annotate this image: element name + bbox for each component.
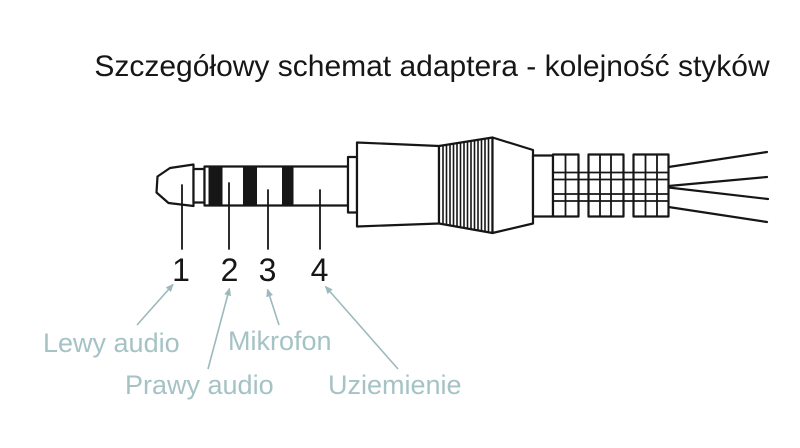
body-smooth-section <box>355 141 441 228</box>
pin-number-3: 3 <box>259 252 277 288</box>
pin-label-uziemienie: Uziemienie <box>328 370 462 400</box>
strain-relief-rib-2 <box>587 153 625 218</box>
body-collar <box>346 155 359 214</box>
pin-label-mikrofon: Mikrofon <box>228 326 332 356</box>
strain-relief-rib-2-dividers <box>599 153 612 218</box>
jack-tip <box>155 163 195 208</box>
pin-number-4: 4 <box>311 252 329 288</box>
diagram-title: Szczegółowy schemat adaptera - kolejność… <box>94 50 770 83</box>
cable-through-lines <box>552 171 670 202</box>
grip-ribs <box>442 137 490 234</box>
body-end-cone <box>491 136 535 235</box>
label-arrow-3 <box>266 288 280 326</box>
wire-top-right <box>667 175 769 188</box>
jack-neck <box>192 167 206 204</box>
strain-relief-rib-3 <box>632 153 670 218</box>
label-arrow-2 <box>207 287 232 370</box>
pin-label-lewy-audio: Lewy audio <box>43 328 180 358</box>
insulator-band-3 <box>282 167 294 205</box>
wire-top-left <box>667 150 769 169</box>
jack-shaft <box>203 165 350 207</box>
wire-bottom-left <box>667 186 770 201</box>
strain-relief-rib-3-dividers <box>644 153 658 218</box>
label-arrow-4 <box>324 285 399 370</box>
insulator-band-1 <box>208 167 223 205</box>
pin-number-2: 2 <box>221 252 239 288</box>
label-arrow-1 <box>136 283 174 326</box>
insulator-band-2 <box>243 167 257 205</box>
wire-bottom-right <box>667 205 769 224</box>
pin-label-prawy-audio: Prawy audio <box>125 370 274 400</box>
strain-relief-base <box>531 154 555 218</box>
pin-number-1: 1 <box>172 252 190 288</box>
